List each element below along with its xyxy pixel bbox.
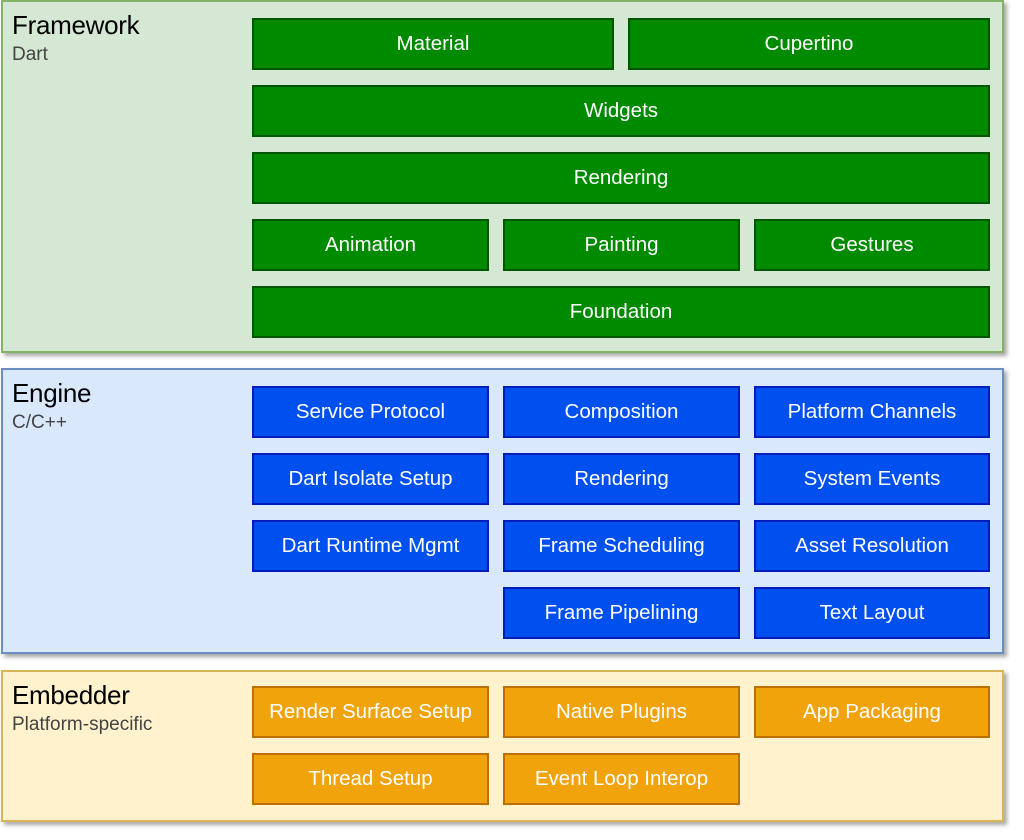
- box-material: Material: [252, 18, 614, 70]
- embedder-layer: Embedder Platform-specific Render Surfac…: [1, 670, 1004, 822]
- box-frame-pipelining: Frame Pipelining: [503, 587, 740, 639]
- box-asset-resolution: Asset Resolution: [754, 520, 990, 572]
- layer-subtitle: C/C++: [12, 412, 67, 433]
- box-widgets: Widgets: [252, 85, 990, 137]
- layer-title: Engine: [12, 378, 92, 408]
- box-painting: Painting: [503, 219, 740, 271]
- layer-title: Embedder: [12, 680, 130, 710]
- layer-subtitle: Dart: [12, 44, 48, 65]
- box-engine-rendering: Rendering: [503, 453, 740, 505]
- box-animation: Animation: [252, 219, 489, 271]
- box-app-packaging: App Packaging: [754, 686, 990, 738]
- box-event-loop-interop: Event Loop Interop: [503, 753, 740, 805]
- box-platform-channels: Platform Channels: [754, 386, 990, 438]
- box-dart-isolate-setup: Dart Isolate Setup: [252, 453, 489, 505]
- box-composition: Composition: [503, 386, 740, 438]
- box-service-protocol: Service Protocol: [252, 386, 489, 438]
- box-foundation: Foundation: [252, 286, 990, 338]
- box-cupertino: Cupertino: [628, 18, 990, 70]
- framework-layer: Framework Dart Material Cupertino Widget…: [1, 0, 1004, 353]
- box-rendering: Rendering: [252, 152, 990, 204]
- layer-subtitle: Platform-specific: [12, 714, 153, 735]
- layer-title: Framework: [12, 10, 140, 40]
- box-gestures: Gestures: [754, 219, 990, 271]
- engine-layer: Engine C/C++ Service Protocol Compositio…: [1, 368, 1004, 654]
- box-render-surface-setup: Render Surface Setup: [252, 686, 489, 738]
- box-text-layout: Text Layout: [754, 587, 990, 639]
- box-native-plugins: Native Plugins: [503, 686, 740, 738]
- box-dart-runtime-mgmt: Dart Runtime Mgmt: [252, 520, 489, 572]
- box-system-events: System Events: [754, 453, 990, 505]
- box-frame-scheduling: Frame Scheduling: [503, 520, 740, 572]
- box-thread-setup: Thread Setup: [252, 753, 489, 805]
